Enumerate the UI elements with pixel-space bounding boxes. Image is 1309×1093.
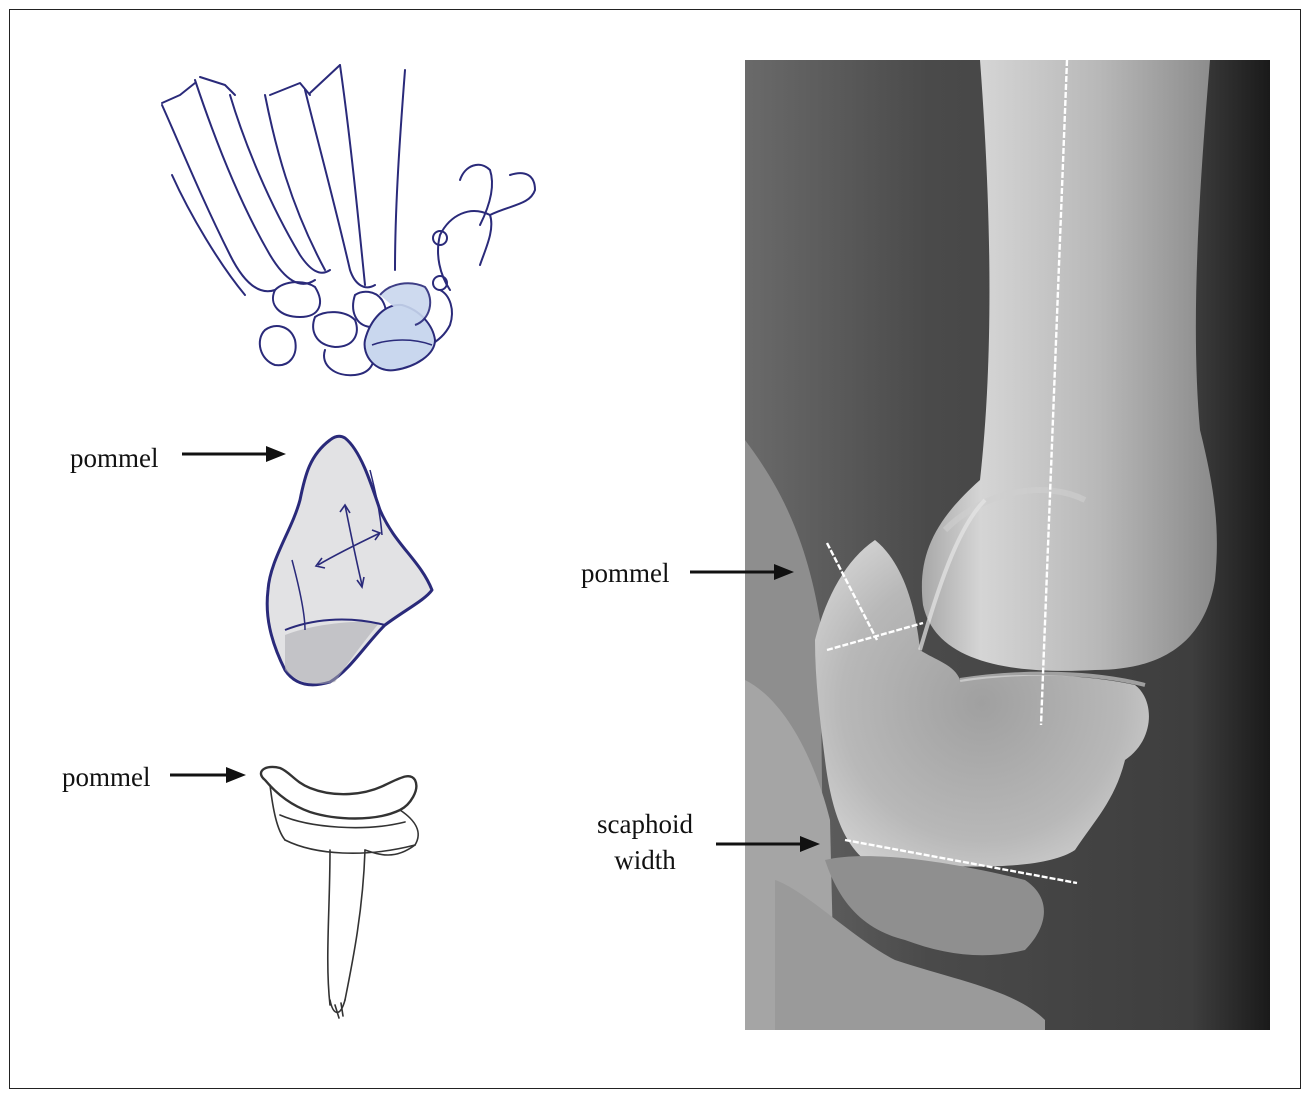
- xray-image: [745, 60, 1270, 1030]
- scaphoid-width-label: scaphoid width: [586, 806, 704, 878]
- right-arrow-icon: [716, 834, 821, 854]
- scaphoid-label-line1: scaphoid: [586, 806, 704, 842]
- trapezium-bone-drawing: [250, 430, 450, 695]
- pommel-label-3: pommel: [581, 555, 670, 591]
- pommel-label-2: pommel: [62, 759, 151, 795]
- right-arrow-icon: [690, 562, 795, 582]
- right-arrow-icon: [182, 444, 287, 464]
- wrist-bones-drawing: [150, 55, 550, 385]
- saddle-drawing: [255, 760, 445, 1025]
- scaphoid-label-line2: width: [586, 842, 704, 878]
- right-arrow-icon: [170, 765, 247, 785]
- pommel-label-1: pommel: [70, 440, 159, 476]
